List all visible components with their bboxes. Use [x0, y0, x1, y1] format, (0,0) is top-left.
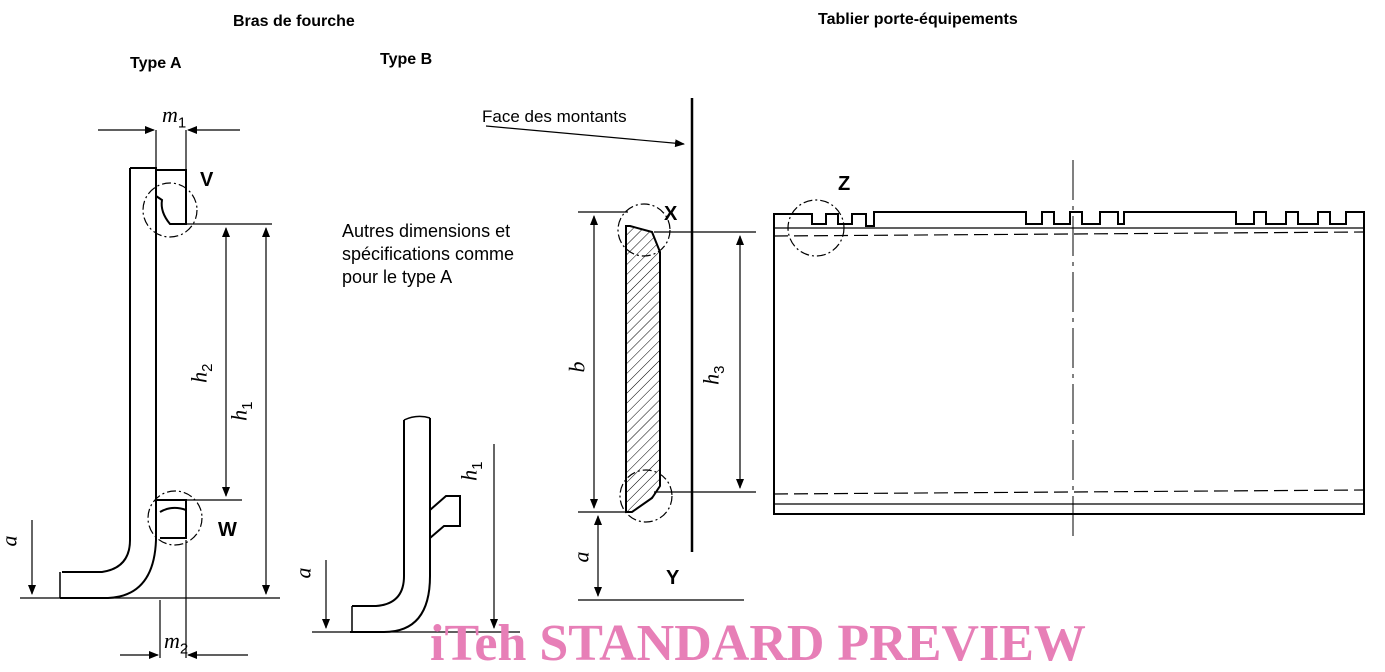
heading-type-b: Type B: [380, 51, 433, 68]
dimension-h1: h1: [226, 401, 256, 421]
detail-label-z: Z: [838, 173, 851, 195]
carriage-section-dimension-lines: [578, 211, 756, 601]
detail-circle-y: [619, 469, 673, 523]
heading-fork-arms: Bras de fourche: [233, 13, 355, 30]
heading-carriage: Tablier porte-équipements: [818, 11, 1018, 28]
detail-circle-z: [787, 199, 845, 257]
upright-face-label: Face des montants: [482, 107, 627, 126]
detail-label-x: X: [664, 203, 678, 225]
detail-label-v: V: [200, 169, 214, 191]
dimension-h2: h2: [186, 363, 216, 383]
detail-label-w: W: [218, 519, 237, 541]
detail-circle-w: [147, 490, 203, 546]
type-a-dimension-lines: [20, 126, 280, 659]
dimension-a-type-a: a: [0, 536, 22, 547]
carriage-section: [485, 98, 694, 552]
type-b-dimension-lines: [312, 444, 520, 633]
watermark: iTeh STANDARD PREVIEW: [430, 615, 1086, 672]
fork-arm-type-a: [59, 167, 187, 599]
dimension-b: b: [564, 361, 590, 373]
detail-circle-x: [617, 203, 671, 257]
dimension-a-type-b: a: [290, 567, 316, 579]
fork-arm-type-b: [350, 415, 461, 633]
other-dimensions-note: Autres dimensions et spécifications comm…: [342, 221, 515, 287]
dimension-h1-type-b: h1: [456, 461, 486, 481]
detail-circle-v: [142, 182, 198, 238]
heading-type-a: Type A: [130, 55, 182, 72]
dimension-h3: h3: [698, 365, 728, 385]
dimension-m1: m1: [162, 102, 187, 132]
dimension-a-carriage: a: [568, 551, 594, 563]
detail-label-y: Y: [666, 567, 680, 589]
dimension-m2: m2: [164, 628, 189, 658]
carriage-elevation: [773, 160, 1365, 536]
